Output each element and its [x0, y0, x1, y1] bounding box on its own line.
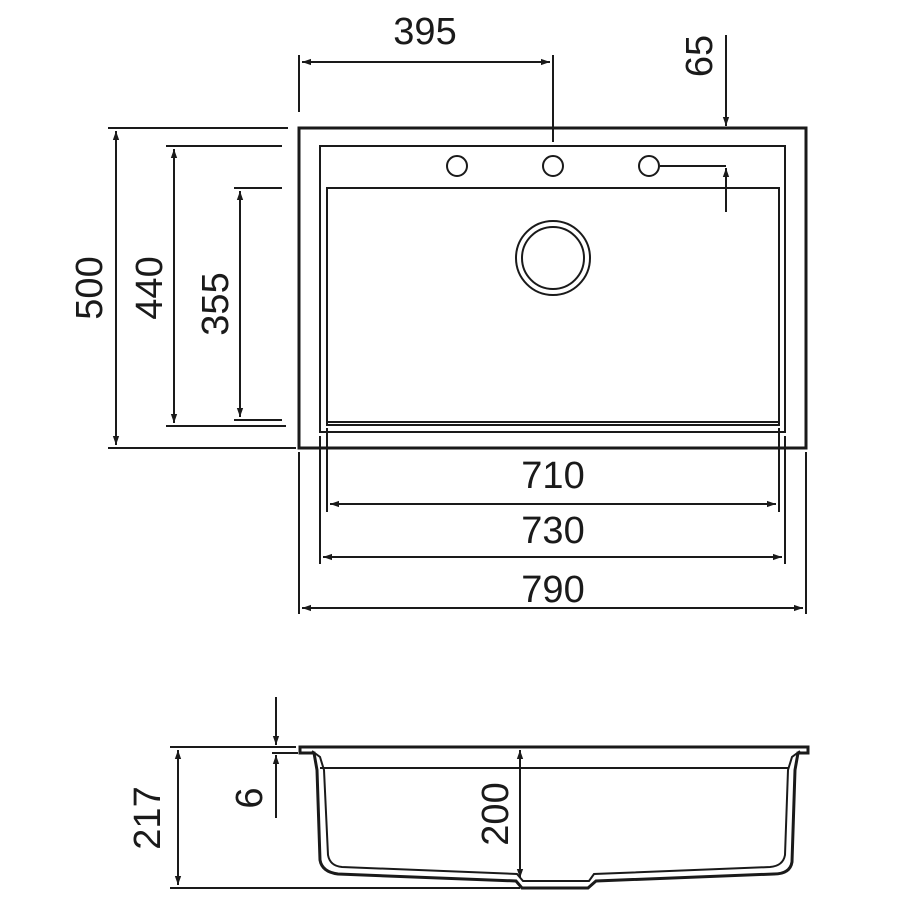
top-view: 395 65 500 440 355: [69, 11, 808, 614]
dim-label-rim-thickness: 6: [229, 787, 271, 808]
dim-label-bowl-height: 200: [475, 782, 517, 845]
sink-bowl: [326, 187, 780, 426]
sink-inner-rim: [319, 145, 786, 433]
dim-label-inner-depth: 440: [129, 256, 171, 319]
dim-label-total-height: 217: [127, 786, 169, 849]
dim-label-bowl-depth: 355: [195, 272, 237, 335]
dim-label-hole-offset: 65: [679, 35, 721, 77]
dim-790: 790: [302, 569, 803, 612]
dim-217: 217: [127, 746, 520, 889]
dim-355: 355: [195, 187, 282, 421]
dim-730: 730: [323, 510, 782, 561]
dim-label-holes-spacing: 395: [393, 11, 456, 53]
drain-outer-ring: [515, 220, 591, 296]
dim-label-inner-width: 730: [521, 510, 584, 552]
sink-side-profile-inner: [311, 750, 801, 882]
side-view: 217 6 200: [127, 697, 810, 890]
sink-side-profile-outer: [298, 745, 810, 890]
tap-hole-center: [542, 155, 564, 177]
dim-440: 440: [129, 145, 286, 427]
dim-6: 6: [229, 697, 298, 818]
dim-label-outer-width: 790: [521, 569, 584, 611]
dim-395: 395: [298, 11, 554, 142]
dim-label-bowl-width: 710: [521, 455, 584, 497]
tap-hole-right: [638, 155, 660, 177]
dim-500: 500: [69, 127, 296, 449]
dim-65: 65: [660, 35, 730, 212]
dim-200: 200: [475, 750, 524, 878]
dim-label-outer-depth: 500: [69, 256, 111, 319]
tap-hole-left: [446, 155, 468, 177]
drain-inner-ring: [521, 226, 585, 290]
dim-710: 710: [330, 455, 776, 508]
